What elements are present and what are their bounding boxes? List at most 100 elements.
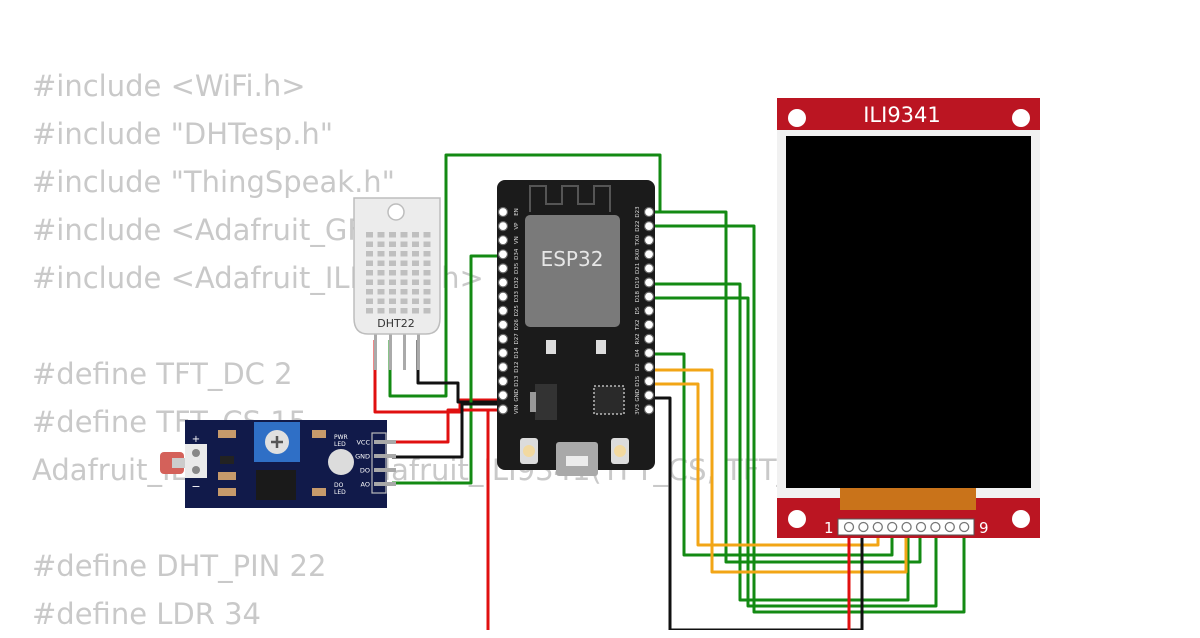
esp32-right-pin[interactable] — [643, 221, 655, 232]
ili9341-pin[interactable] — [887, 521, 898, 533]
esp32-right-pin-label: D15 — [635, 375, 641, 387]
dht22-vent — [377, 289, 385, 295]
dht22-vent — [377, 260, 385, 266]
ili9341-pin[interactable] — [944, 521, 955, 533]
wire-ldr-ao — [392, 254, 500, 485]
esp32-right-pin[interactable] — [643, 404, 655, 415]
esp32-left-pin[interactable] — [497, 390, 509, 401]
esp32-left-pin[interactable] — [497, 221, 509, 232]
dht22-vent — [366, 298, 373, 304]
wire-ldr-gnd — [392, 402, 500, 459]
dht22-vent — [389, 298, 396, 304]
esp32-left-pin[interactable] — [497, 404, 509, 415]
ldr-potentiometer-slot — [271, 436, 283, 448]
dht22-vent — [366, 279, 373, 285]
esp32-left-pin[interactable] — [497, 249, 509, 260]
esp32-right-pin[interactable] — [643, 305, 655, 316]
dht22-vent — [377, 251, 385, 257]
ldr-output-pin-label: DO — [360, 467, 370, 475]
ili9341-pin[interactable] — [872, 521, 883, 533]
dht22-vent — [423, 232, 431, 238]
dht22-label: DHT22 — [377, 317, 414, 330]
ldr-output-pin[interactable] — [374, 482, 396, 486]
dht22-vent — [389, 279, 396, 285]
esp32-left-pin-label: D35 — [514, 262, 520, 274]
dht22-vent — [400, 232, 408, 238]
ldr-output-pin[interactable] — [374, 440, 396, 444]
ili9341-mount-hole-bl — [788, 510, 806, 528]
esp32-right-pin[interactable] — [643, 376, 655, 387]
esp32-right-pin[interactable] — [643, 347, 655, 359]
ili9341-pin[interactable] — [843, 521, 855, 533]
dht22-vent — [389, 241, 396, 247]
esp32-left-pin[interactable] — [497, 319, 509, 330]
ldr-sensor-dome — [328, 449, 354, 475]
esp32-right-pin[interactable] — [643, 390, 655, 401]
dht22-vent — [423, 260, 431, 266]
esp32-left-pin[interactable] — [497, 305, 509, 316]
esp32-left-pin[interactable] — [497, 235, 509, 246]
code-line: #include <WiFi.h> — [32, 69, 306, 103]
esp32-board: ESP32 ENVPVND34D35D32D33D25D26D27D14D12D… — [497, 180, 655, 476]
esp32-right-pin-label: D4 — [635, 349, 641, 357]
esp32-left-pin[interactable] — [497, 376, 509, 387]
esp32-left-pin[interactable] — [497, 333, 509, 344]
ldr-output-pin[interactable] — [374, 468, 396, 472]
dht22-vent — [400, 270, 408, 276]
esp32-left-pin[interactable] — [497, 362, 509, 373]
esp32-left-pin-label: D27 — [514, 333, 520, 345]
esp32-antenna — [529, 185, 611, 212]
dht22-vent — [412, 260, 419, 266]
dht22-vent — [412, 251, 419, 257]
esp32-left-pin-label: D32 — [514, 277, 520, 288]
dht22-vent — [389, 270, 396, 276]
esp32-right-pin[interactable] — [643, 291, 655, 302]
esp32-right-pin[interactable] — [643, 235, 655, 246]
esp32-led-2 — [596, 340, 606, 354]
esp32-regulator — [535, 384, 557, 420]
ili9341-pin[interactable] — [858, 521, 869, 533]
esp32-led-1 — [546, 340, 556, 354]
dht22-vent — [400, 241, 408, 247]
ldr-do-led-label-1: DO — [334, 482, 344, 489]
dht22-vent — [400, 308, 408, 314]
dht22-vent — [412, 279, 419, 285]
dht22-vent — [423, 241, 431, 247]
esp32-left-pin-label: GND — [514, 389, 520, 402]
esp32-right-pin[interactable] — [643, 319, 655, 330]
dht22-vent — [389, 289, 396, 295]
dht22-vent — [400, 298, 408, 304]
esp32-left-pin[interactable] — [497, 263, 509, 274]
ili9341-pin[interactable] — [915, 521, 927, 533]
ili9341-pin[interactable] — [959, 521, 970, 533]
esp32-right-pin-label: 3V3 — [635, 404, 641, 415]
esp32-right-pin[interactable] — [643, 333, 655, 344]
esp32-right-pin[interactable] — [643, 362, 655, 373]
esp32-right-pin-label: GND — [635, 389, 641, 402]
dht22-vent — [389, 308, 396, 314]
esp32-left-pin[interactable] — [497, 277, 509, 288]
dht22-mount-hole — [387, 203, 405, 221]
ili9341-pin[interactable] — [901, 521, 912, 533]
esp32-left-pin-label: VIN — [514, 405, 520, 415]
esp32-left-pin[interactable] — [497, 206, 509, 218]
dht22-vent — [366, 241, 373, 247]
esp32-right-pin[interactable] — [643, 206, 655, 218]
ili9341-label: ILI9341 — [863, 103, 941, 127]
ili9341-pin[interactable] — [930, 521, 941, 533]
esp32-left-pin[interactable] — [497, 291, 509, 302]
code-line: #include "DHTesp.h" — [32, 117, 334, 151]
esp32-left-pin[interactable] — [497, 347, 509, 359]
ldr-output-pin-label: VCC — [356, 439, 370, 447]
esp32-right-pin[interactable] — [643, 277, 655, 288]
ldr-output-pin[interactable] — [374, 454, 396, 458]
esp32-right-pin-label: D22 — [635, 220, 641, 231]
esp32-right-pin-label: D19 — [635, 276, 641, 288]
esp32-right-pin-label: D2 — [635, 363, 641, 371]
esp32-right-pin[interactable] — [643, 249, 655, 260]
ldr-resistor-4 — [312, 430, 326, 438]
esp32-right-pin[interactable] — [643, 263, 655, 274]
esp32-button-right-cap — [614, 445, 626, 457]
esp32-left-pin-label: VN — [514, 236, 520, 244]
